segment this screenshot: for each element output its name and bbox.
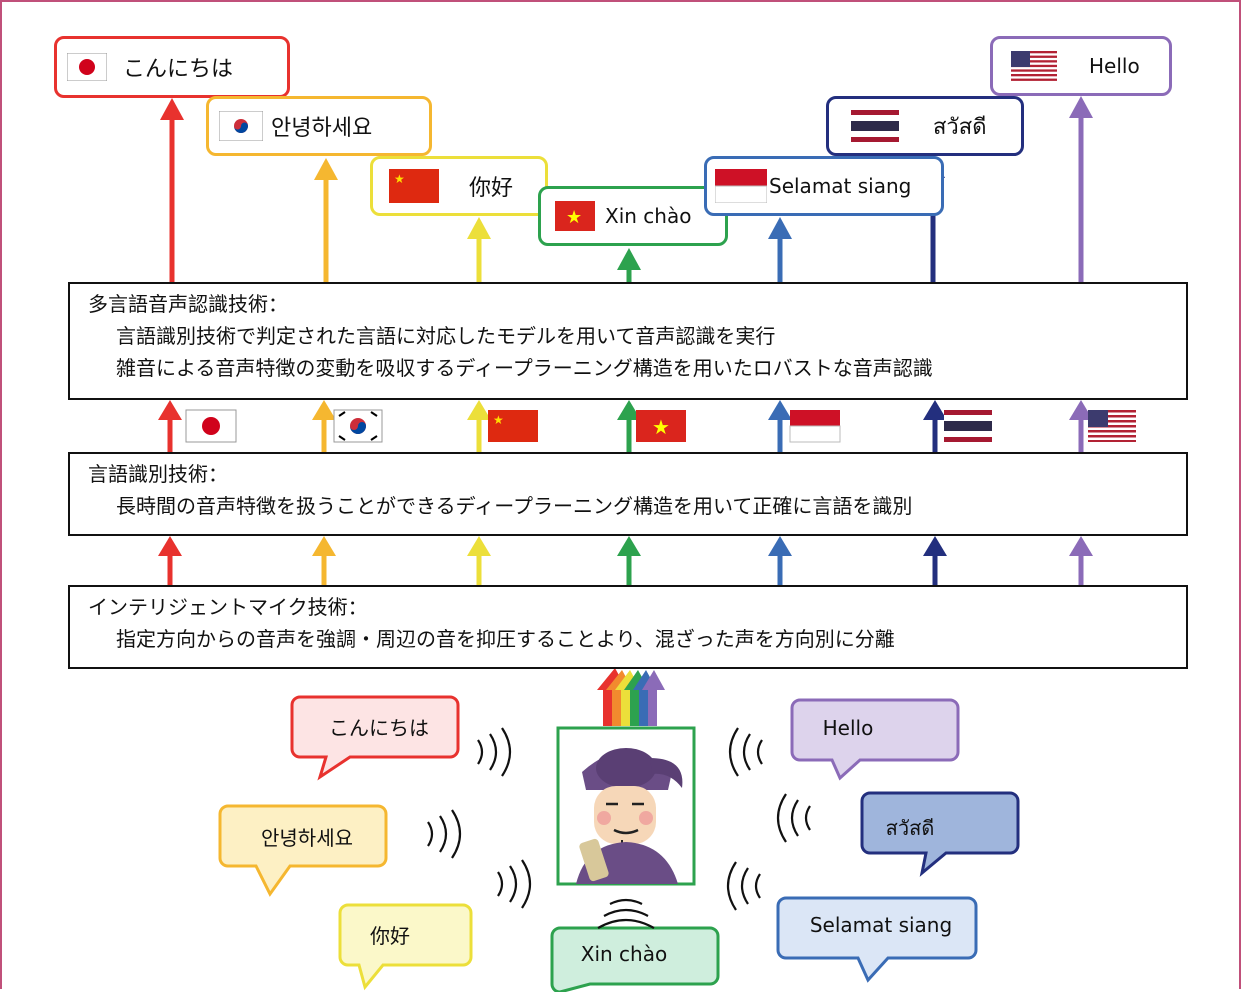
bubble-en xyxy=(790,698,960,781)
arrowhead-vi-top xyxy=(617,248,641,270)
thailand-flag-icon xyxy=(851,110,899,142)
arrowhead-id-top xyxy=(768,217,792,239)
bubble-ko-text: 안녕하세요 xyxy=(261,826,353,850)
usa-flag-icon xyxy=(1011,51,1057,81)
bubble-id xyxy=(776,896,978,983)
panel-microphone-title: インテリジェントマイク技術： xyxy=(88,595,368,619)
output-korean: 안녕하세요 xyxy=(206,96,432,156)
identified-arrows xyxy=(158,400,1093,452)
panel-language-identification: 言語識別技術： 長時間の音声特徴を扱うことができるディープラーニング構造を用いて… xyxy=(68,452,1188,536)
output-japanese: こんにちは xyxy=(54,36,290,98)
thailand-flag-icon xyxy=(944,410,992,442)
panel-identification-title: 言語識別技術： xyxy=(88,462,228,486)
bubble-vi-text: Xin chào xyxy=(580,942,668,966)
bubble-ja xyxy=(290,695,460,781)
bubble-th-text: สวัสดี xyxy=(885,816,935,840)
panel-recognition-line-1: 言語識別技術で判定された言語に対応したモデルを用いて音声認識を実行 xyxy=(116,324,776,348)
output-chinese-text: 你好 xyxy=(469,176,514,201)
arrowhead-en-top xyxy=(1069,96,1093,118)
japan-flag-icon xyxy=(185,409,237,443)
china-flag-icon: ★ xyxy=(389,169,439,203)
bubble-en-text: Hello xyxy=(822,716,874,740)
speaker-portrait xyxy=(556,726,696,886)
output-chinese: ★ 你好 xyxy=(370,156,548,216)
usa-flag-icon xyxy=(1088,410,1136,442)
arrowhead-zh-top xyxy=(467,217,491,239)
korea-flag-icon xyxy=(219,111,263,141)
sound-waves xyxy=(427,727,811,929)
svg-text:★: ★ xyxy=(652,415,670,439)
panel-recognition-line-2: 雑音による音声特徴の変動を吸収するディープラーニング構造を用いたロバストな音声認… xyxy=(116,356,933,380)
bubble-ko xyxy=(218,804,388,897)
bubble-id-text: Selamat siang xyxy=(809,913,953,937)
bubble-vi xyxy=(550,926,720,992)
arrowhead-ko-top xyxy=(314,158,338,180)
output-vietnamese: ★ Xin chào xyxy=(538,186,728,246)
speech-bubbles xyxy=(218,695,1020,992)
bubble-zh xyxy=(338,903,473,991)
panel-multilingual-recognition: 多言語音声認識技術： 言語識別技術で判定された言語に対応したモデルを用いて音声認… xyxy=(68,282,1188,400)
panel-microphone-line-1: 指定方向からの音声を強調・周辺の音を抑圧することより、混ざった声を方向別に分離 xyxy=(116,627,895,651)
china-flag-icon: ★ xyxy=(488,410,538,442)
output-indonesian-text: Selamat siang xyxy=(769,174,912,198)
panel-identification-line-1: 長時間の音声特徴を扱うことができるディープラーニング構造を用いて正確に言語を識別 xyxy=(116,494,913,518)
svg-text:★: ★ xyxy=(566,207,582,228)
bubble-ja-text: こんにちは xyxy=(329,716,429,740)
bubble-zh-text: 你好 xyxy=(370,924,410,948)
arrowhead-ja-top xyxy=(160,98,184,120)
indonesia-flag-icon xyxy=(715,169,767,203)
panel-recognition-title: 多言語音声認識技術： xyxy=(88,292,288,316)
output-english: Hello xyxy=(990,36,1172,96)
vietnam-flag-icon: ★ xyxy=(555,201,595,231)
output-thai-text: สวัสดี xyxy=(933,114,987,140)
japan-flag-icon xyxy=(67,53,107,81)
panel-intelligent-microphone: インテリジェントマイク技術： 指定方向からの音声を強調・周辺の音を抑圧することよ… xyxy=(68,585,1188,669)
output-indonesian: Selamat siang xyxy=(704,156,944,216)
output-vietnamese-text: Xin chào xyxy=(605,204,692,228)
korea-flag-icon xyxy=(333,409,383,443)
separated-arrows xyxy=(158,536,1093,585)
indonesia-flag-icon xyxy=(789,410,841,443)
bubble-th xyxy=(860,791,1020,877)
rainbow-input-arrow xyxy=(597,668,665,726)
svg-text:★: ★ xyxy=(394,172,405,186)
vietnam-flag-icon: ★ xyxy=(636,410,686,442)
svg-text:★: ★ xyxy=(493,413,504,427)
output-thai: สวัสดี xyxy=(826,96,1024,156)
output-english-text: Hello xyxy=(1089,54,1140,78)
output-japanese-text: こんにちは xyxy=(123,57,234,82)
output-korean-text: 안녕하세요 xyxy=(271,116,373,141)
